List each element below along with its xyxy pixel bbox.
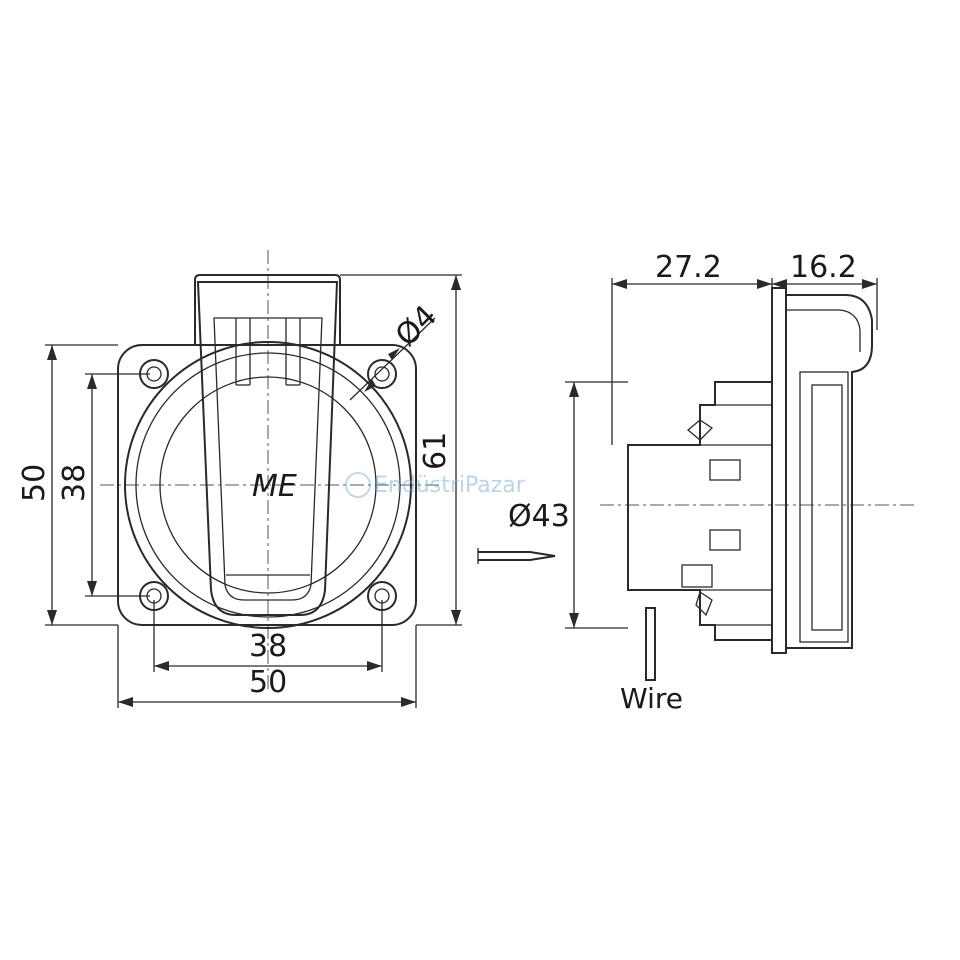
arrow: [87, 374, 97, 389]
terminal-screw-bottom: [695, 590, 713, 617]
mounting-flange: [117, 344, 417, 626]
socket-body-inner: [135, 352, 401, 618]
dim-hole-spacing-x: 38: [153, 600, 383, 672]
side-socket-body: [627, 381, 772, 641]
dim-hole-spacing-y-label: 38: [57, 464, 92, 502]
arrow: [569, 613, 579, 628]
watermark-text: EndüstriPazar: [374, 473, 526, 498]
arrow: [87, 581, 97, 596]
socket-recess: [159, 376, 377, 594]
terminal-block: [681, 564, 713, 588]
side-view: Wire Ø43 27.2 16.2: [477, 250, 915, 715]
terminal-block: [709, 529, 741, 551]
dim-total-width: 50: [117, 625, 417, 708]
dim-total-height-label: 50: [17, 464, 52, 502]
arrow: [862, 279, 877, 289]
arrow: [451, 610, 461, 625]
arrow: [401, 697, 416, 707]
side-flange-plate: [771, 287, 787, 654]
arrow: [612, 279, 627, 289]
dim-depth-body-label: 27.2: [655, 250, 722, 285]
dim-body-diameter-label: Ø43: [508, 499, 570, 534]
dim-hole-spacing-y: 38: [57, 373, 150, 597]
wire-label: Wire: [620, 682, 683, 715]
leader-arrow: [388, 348, 400, 360]
side-cover-profile: [786, 294, 873, 649]
leader-arrow: [364, 379, 376, 392]
side-cover-inner: [786, 309, 861, 352]
dim-total-width-label: 50: [249, 665, 287, 700]
wire-symbol: [645, 607, 656, 681]
dim-overall-height: 61: [340, 274, 462, 626]
hinged-cover: [196, 281, 339, 616]
mounting-hole-top-right-inner: [374, 366, 390, 382]
brand-logo: ME: [252, 469, 297, 504]
watermark: EndüstriPazar: [345, 472, 526, 498]
arrow: [367, 661, 382, 671]
dim-depth-cover-label: 16.2: [790, 250, 857, 285]
arrow: [569, 382, 579, 397]
arrow: [772, 279, 787, 289]
mounting-hole-top-right: [367, 359, 397, 389]
socket-body-outer: [124, 341, 412, 629]
arrow: [757, 279, 772, 289]
side-cover-face-inner: [811, 384, 843, 631]
terminal-block: [709, 459, 741, 481]
dim-overall-height-label: 61: [418, 432, 453, 470]
dim-depth-body: 27.2: [611, 250, 773, 445]
watermark-icon: [345, 472, 371, 498]
arrow: [154, 661, 169, 671]
arrow: [47, 610, 57, 625]
dim-total-height: 50: [17, 344, 118, 626]
side-cover-face: [799, 371, 849, 643]
terminal-screw-top: [686, 419, 714, 441]
cover-hinge: [194, 274, 341, 345]
arrow: [451, 275, 461, 290]
cover-inner-outline: [213, 317, 323, 601]
insertion-pin: [478, 551, 556, 561]
arrow: [118, 697, 133, 707]
arrow: [47, 345, 57, 360]
dim-body-diameter: Ø43: [508, 381, 628, 629]
dim-hole-spacing-x-label: 38: [249, 629, 287, 664]
dim-depth-cover: 16.2: [772, 250, 878, 330]
